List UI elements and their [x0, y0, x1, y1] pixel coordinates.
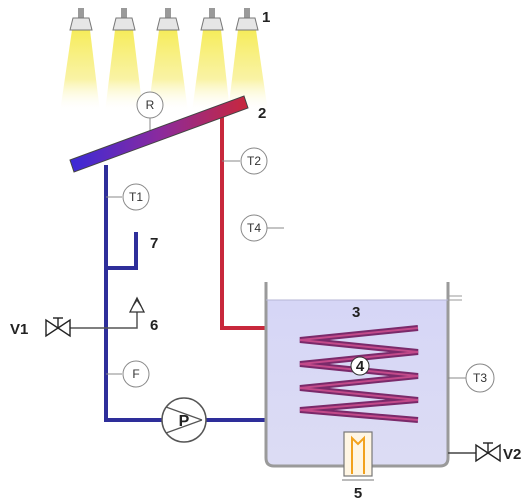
label-collector: 2 — [258, 105, 266, 122]
flow-sensor-label: F — [132, 367, 139, 381]
label-valve-left: V1 — [10, 321, 28, 338]
flow-sensor — [122, 360, 150, 388]
label-coil: 4 — [356, 358, 365, 375]
bowtie-valve-icon — [475, 442, 501, 463]
lamp-beam — [105, 30, 143, 112]
label-overflow: 7 — [150, 235, 158, 252]
label-heater: 5 — [354, 485, 362, 502]
spot-lamp-icon — [156, 8, 180, 31]
temp-sensor-t3 — [465, 363, 495, 393]
solar-collector — [69, 95, 249, 173]
label-lamps: 1 — [262, 9, 270, 26]
temp-sensor-t2 — [240, 147, 268, 175]
spot-lamp-icon — [112, 8, 136, 31]
electric-heater-icon — [342, 431, 374, 481]
lamp-beam — [192, 30, 230, 112]
air-vent-icon — [128, 296, 146, 313]
pump-label: P — [179, 413, 190, 430]
lamp-beam — [228, 30, 268, 112]
label-tank: 3 — [352, 304, 360, 321]
temp-sensor-t1-label: T1 — [129, 190, 143, 204]
coil-marker — [350, 356, 370, 376]
spot-lamp-icon — [69, 8, 93, 31]
lamp-beam — [148, 30, 188, 112]
temp-sensor-t3-label: T3 — [473, 371, 487, 385]
lamp-beam — [60, 30, 100, 112]
temp-sensor-t4-label: T4 — [247, 221, 261, 235]
radiation-sensor — [136, 91, 164, 119]
temp-sensor-t1 — [122, 183, 150, 211]
spot-lamp-icon — [235, 8, 259, 31]
bowtie-valve-icon — [45, 317, 71, 338]
temp-sensor-t2-label: T2 — [247, 154, 261, 168]
lamp-array — [60, 8, 268, 112]
label-vent: 6 — [150, 317, 158, 334]
circle-pump-icon — [161, 397, 207, 443]
label-valve-right: V2 — [503, 446, 521, 463]
radiation-sensor-label: R — [146, 98, 155, 112]
heat-exchanger-coil — [299, 325, 419, 423]
spot-lamp-icon — [200, 8, 224, 31]
